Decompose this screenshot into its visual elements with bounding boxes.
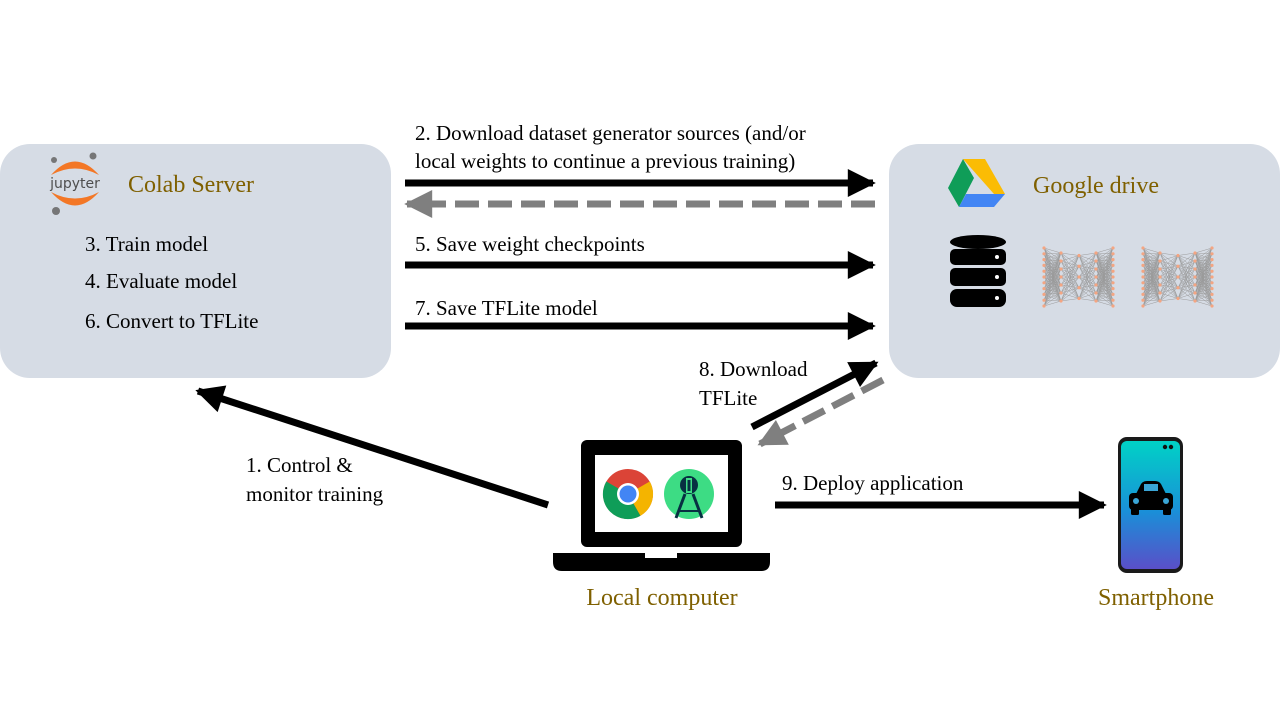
arrow-download-tflite-request	[750, 359, 879, 431]
step-train-model: 3. Train model	[85, 232, 208, 256]
neural-network-icon	[1042, 246, 1115, 308]
laptop-icon	[553, 440, 770, 571]
jupyter-logo-text: jupyter	[49, 176, 100, 192]
save-checkpoints-label: 5. Save weight checkpoints	[415, 232, 645, 256]
smartphone-title: Smartphone	[1098, 585, 1214, 611]
colab-panel-background	[0, 144, 391, 378]
step-evaluate-model: 4. Evaluate model	[85, 269, 237, 293]
local-computer-title: Local computer	[586, 585, 737, 611]
step-convert-tflite: 6. Convert to TFLite	[85, 309, 258, 333]
control-label-line2: monitor training	[246, 482, 384, 506]
google-drive-panel: Google drive	[889, 144, 1280, 378]
download-tflite-label-line2: TFLite	[699, 386, 757, 410]
neural-network-icon	[1141, 246, 1214, 308]
save-tflite-label: 7. Save TFLite model	[415, 296, 598, 320]
colab-server-title: Colab Server	[128, 172, 254, 198]
car-icon	[1129, 481, 1173, 515]
jupyter-logo-icon: jupyter	[49, 152, 100, 215]
download-sources-label-line1: 2. Download dataset generator sources (a…	[415, 121, 806, 145]
chrome-icon	[602, 469, 654, 520]
deploy-label: 9. Deploy application	[782, 471, 964, 495]
control-label-line1: 1. Control &	[246, 453, 353, 477]
download-sources-label-line2: local weights to continue a previous tra…	[415, 149, 795, 173]
download-tflite-label-line1: 8. Download	[699, 357, 808, 381]
arrow-download-tflite-return	[757, 376, 885, 448]
arrow-control-training	[195, 385, 550, 509]
colab-server-panel: jupyter Colab Server 3. Train model 4. E…	[0, 144, 391, 378]
android-studio-icon	[664, 469, 714, 519]
google-drive-title: Google drive	[1033, 173, 1159, 199]
google-drive-icon	[948, 159, 1005, 207]
database-icon	[950, 235, 1006, 307]
